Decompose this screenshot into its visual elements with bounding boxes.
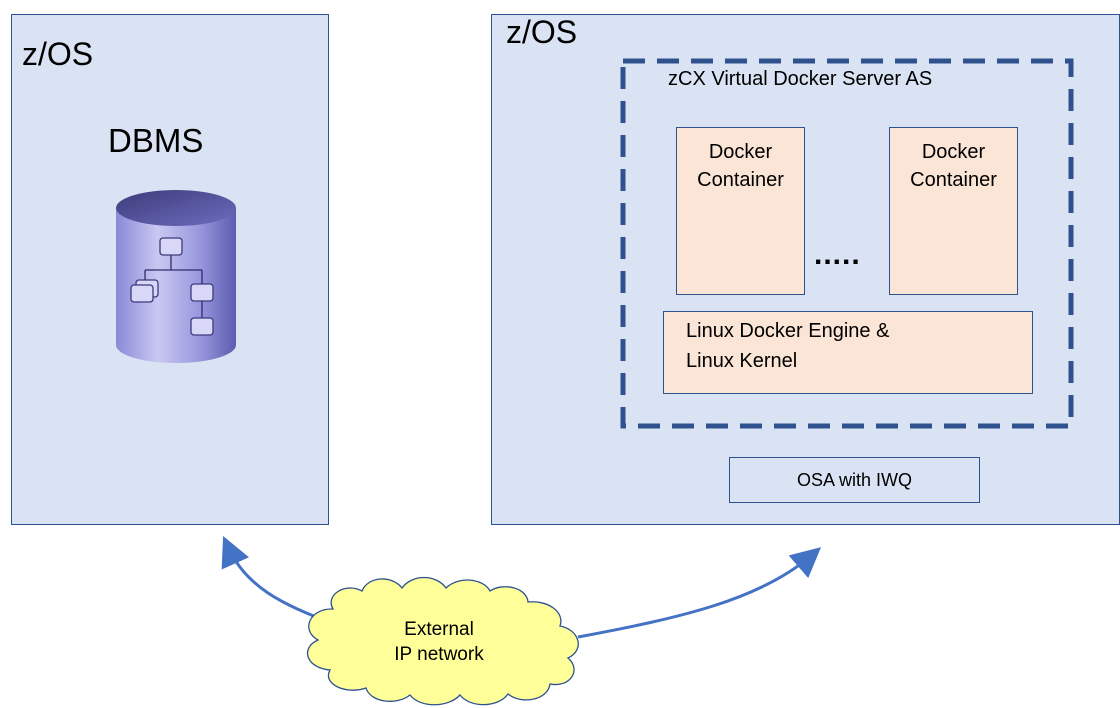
arrow-to-left [221,536,339,627]
right-zos-label: z/OS [506,14,578,50]
container-1-line1: Docker [708,141,773,163]
docker-container-2: Docker Container [889,127,1018,295]
osa-box: OSA with IWQ [729,457,980,503]
left-zos-label: z/OS [22,36,94,72]
network-line2: IP network [394,644,484,665]
engine-line1: Linux Docker Engine & [686,320,890,342]
arrow-to-right [577,547,822,639]
container-1-line2: Container [697,169,784,191]
network-label: External IP network [378,617,500,667]
container-2-line1: Docker [921,141,986,163]
docker-container-1: Docker Container [676,127,805,295]
container-ellipsis: ..... [814,238,861,271]
dbms-title: DBMS [108,122,204,159]
network-line1: External [404,619,474,640]
left-zos-box [11,14,329,525]
engine-line2: Linux Kernel [686,350,798,372]
zcx-title: zCX Virtual Docker Server AS [668,68,933,90]
container-2-line2: Container [910,169,997,191]
linux-engine-box: Linux Docker Engine & Linux Kernel [663,311,1033,394]
